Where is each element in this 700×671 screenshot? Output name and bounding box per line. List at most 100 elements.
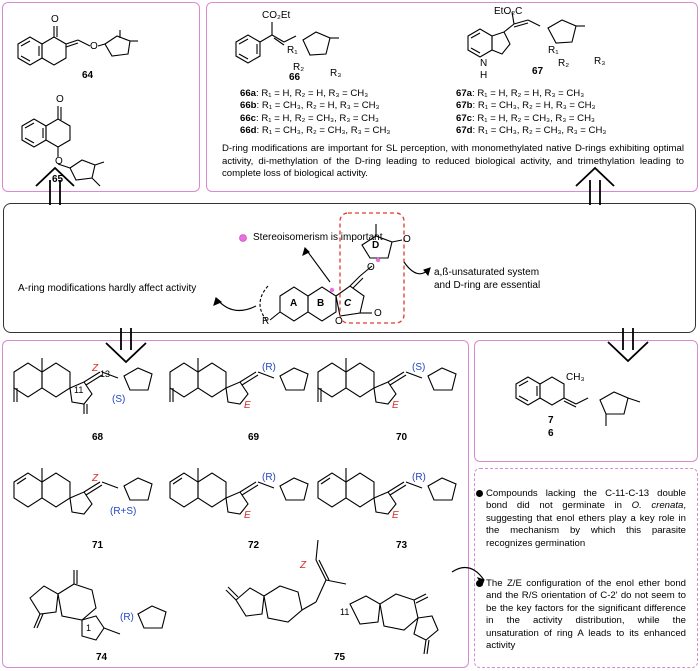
aring-note: A-ring modifications hardly affect activ… <box>18 283 197 294</box>
sub66-a: 66a: R₁ = H, R₂ = H, R₃ = CH₃ <box>240 88 369 99</box>
panel-center <box>3 203 696 333</box>
panel-top-right <box>206 2 698 192</box>
structure-65 <box>21 106 105 187</box>
mark-rs-71: (R+S) <box>110 506 137 517</box>
scaffold-o2: O <box>374 308 382 319</box>
sub67-c: 67c: R₁ = H, R₂ = CH₃, R₃ = CH₃ <box>456 112 595 124</box>
mark-e-73: E <box>392 510 399 521</box>
sublist-67: 67a: R₁ = H, R₂ = H, R₃ = CH₃ 67b: R₁ = … <box>456 88 606 138</box>
label-68: 68 <box>92 432 104 443</box>
label-65: 65 <box>52 174 64 185</box>
unsat-note-1: a,ß-unsaturated system <box>434 267 540 278</box>
group-r3-67: R₃ <box>594 56 606 67</box>
scaffold-o3: O <box>367 262 375 273</box>
sub67-b: 67b: R₁ = CH₃, R₂ = H, R₃ = CH₃ <box>456 100 596 112</box>
group-co2et: CO₂Et <box>262 10 291 21</box>
structure-71 <box>13 468 153 515</box>
structure-73 <box>317 468 457 515</box>
sub66-b: 66b: R₁ = CH₃, R₂ = H, R₃ = CH₃ <box>240 100 380 112</box>
scaffold-o4: O <box>403 234 411 245</box>
sub66-d: 66d: R₁ = CH₃, R₂ = CH₃, R₃ = CH₃ <box>240 125 391 137</box>
label-66: 66 <box>289 72 301 83</box>
scaffold-r: R <box>262 316 270 327</box>
note-enol-ether: Compounds lacking the C-11-C-13 double b… <box>476 488 686 550</box>
structure-7 <box>515 376 641 426</box>
mark-e-69: E <box>244 400 251 411</box>
atom-o-64: O <box>51 14 59 25</box>
num-1-74: 1 <box>86 623 92 633</box>
arrow-aring <box>215 297 257 312</box>
atom-o-65b: O <box>55 156 63 167</box>
ring-d-label: D <box>372 240 380 251</box>
sublist-66: 66a: R₁ = H, R₂ = H, R₃ = CH₃ 66b: R₁ = … <box>240 88 390 138</box>
group-r1-66: R₁ <box>287 45 298 56</box>
sub66-c: 66c: R₁ = H, R₂ = CH₃, R₃ = CH₃ <box>240 112 379 124</box>
label-67: 67 <box>532 66 544 77</box>
note-z-e-config: The Z/E configuration of the enol ether … <box>476 578 686 652</box>
num-11-75: 11 <box>340 607 350 617</box>
arrow-up-right <box>575 166 615 205</box>
panel-bottom-right <box>474 340 698 462</box>
group-r3-66: R₃ <box>330 68 342 79</box>
arrow-down-left <box>105 328 147 364</box>
panel-notes <box>474 468 698 668</box>
group-ch3-7: CH₃ <box>566 372 585 383</box>
group-r1-67: R₁ <box>548 45 559 56</box>
bullet-dot-1 <box>476 490 483 497</box>
ring-c-label: C <box>344 298 352 309</box>
mark-z-75: Z <box>300 560 307 571</box>
group-eto2c: EtO₂C <box>494 6 523 17</box>
label-71: 71 <box>92 540 104 551</box>
mark-r-74: (R) <box>120 612 134 623</box>
atom-o-64b: O <box>90 41 98 52</box>
mark-z-71: Z <box>92 473 99 484</box>
mark-e-72: E <box>244 510 251 521</box>
structure-68 <box>13 358 153 414</box>
stereo-note: Stereoisomerism is important <box>253 232 383 243</box>
label-64: 64 <box>82 70 94 81</box>
structure-69 <box>169 358 309 405</box>
arrow-notes <box>451 566 485 581</box>
mark-r-72: (R) <box>262 472 276 483</box>
mark-r-73: (R) <box>412 472 426 483</box>
label-6: 6 <box>548 428 554 439</box>
panel-bottom-left <box>2 340 469 668</box>
num-11-68: 11 <box>74 385 84 395</box>
bullet-dot-2 <box>476 580 483 587</box>
mark-s-68: (S) <box>112 394 126 405</box>
mark-r-69: (R) <box>262 362 276 373</box>
label-73: 73 <box>396 540 408 551</box>
arrow-up-left <box>35 166 75 205</box>
structure-75 <box>225 539 439 655</box>
num-13-68: 13 <box>100 369 111 379</box>
label-7: 7 <box>548 415 554 426</box>
dring-highlight-box <box>339 212 405 324</box>
label-74: 74 <box>96 652 108 663</box>
dring-description: D-ring modifications are important for S… <box>222 143 684 179</box>
ring-a-label: A <box>290 298 298 309</box>
structure-66 <box>235 22 339 64</box>
group-r2-66: R₂ <box>293 62 305 73</box>
mark-s-70: (S) <box>412 362 426 373</box>
structure-70 <box>317 358 457 405</box>
scaffold-o1: O <box>335 316 343 327</box>
label-70: 70 <box>396 432 408 443</box>
label-75: 75 <box>334 652 346 663</box>
arrow-down-right <box>607 328 649 363</box>
structure-scaffold <box>259 224 403 323</box>
label-69: 69 <box>248 432 260 443</box>
structure-72 <box>169 468 309 515</box>
stereo-dot-legend <box>239 234 247 242</box>
ring-b-label: B <box>317 298 325 309</box>
structure-74 <box>29 570 167 641</box>
structure-67 <box>467 11 585 58</box>
arrow-stereo <box>304 247 331 283</box>
sub67-d: 67d: R₁ = CH₃, R₂ = CH₃, R₃ = CH₃ <box>456 125 607 137</box>
mark-z-68: Z <box>92 363 99 374</box>
panel-top-left <box>2 2 200 192</box>
unsat-note-2: and D-ring are essential <box>434 280 541 291</box>
structure-64 <box>17 26 138 66</box>
label-72: 72 <box>248 540 260 551</box>
